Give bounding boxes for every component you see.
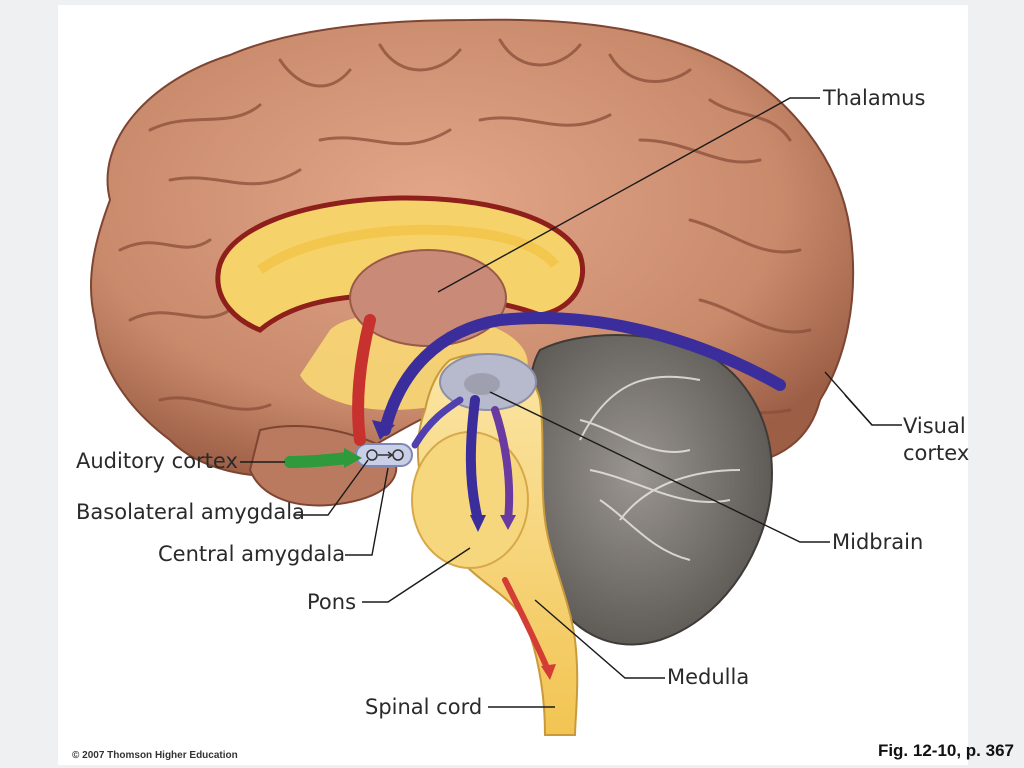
copyright-text: © 2007 Thomson Higher Education (72, 750, 238, 761)
figure-reference: Fig. 12-10, p. 367 (877, 741, 1014, 760)
gyri-lines (118, 38, 812, 415)
leader-lines (240, 97, 902, 708)
arbor-vitae (579, 375, 741, 561)
label-pons: Pons (307, 590, 357, 614)
label-visual-cortex-line2: cortex (903, 441, 970, 465)
pathway-red-spinal (502, 577, 551, 673)
pathway-green-auditory (284, 452, 354, 468)
label-medulla: Medulla (667, 665, 750, 689)
pathway-blue-amy-mid (411, 396, 464, 449)
label-thalamus: Thalamus (823, 86, 926, 110)
pathway-blue-down (465, 395, 483, 525)
pathway-purple-down (491, 406, 514, 524)
label-central-amygdala: Central amygdala (158, 542, 346, 566)
label-visual-cortex-line1: Visual (903, 414, 966, 438)
pathway-red-thalamus (352, 314, 376, 446)
label-midbrain: Midbrain (832, 530, 924, 554)
pathway-blue-visual (379, 312, 786, 436)
label-auditory-cortex: Auditory cortex (76, 449, 238, 473)
label-basolateral-amygdala: Basolateral amygdala (76, 500, 305, 524)
label-spinal-cord: Spinal cord (365, 695, 483, 719)
